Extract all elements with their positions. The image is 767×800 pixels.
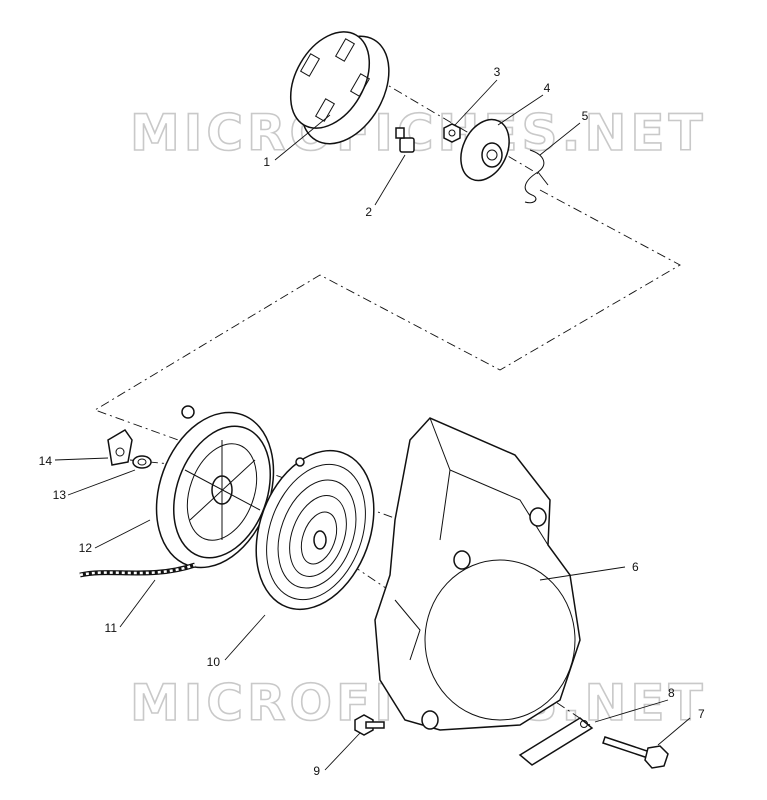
callout-11: 11 — [105, 621, 118, 635]
part-11-rope — [79, 562, 196, 578]
callout-5: 5 — [582, 109, 589, 123]
part-10-recoil-spring — [255, 449, 375, 611]
callout-9: 9 — [313, 764, 320, 778]
part-6-starter-housing — [374, 417, 581, 731]
part-2-bolt — [395, 127, 415, 153]
part-4-pulley — [460, 118, 510, 182]
callout-2: 2 — [365, 205, 372, 219]
callout-3: 3 — [494, 65, 501, 79]
callout-4: 4 — [544, 81, 551, 95]
callout-labels: 1 2 3 4 5 6 7 8 9 10 11 12 13 14 — [39, 65, 705, 778]
callout-6: 6 — [632, 560, 639, 574]
part-9-screw — [354, 714, 385, 736]
part-13-pin — [132, 455, 152, 469]
part-1-drive-cup — [289, 31, 390, 145]
leader-lines — [54, 79, 691, 771]
part-5-spring-clip — [524, 149, 549, 204]
part-3-nut — [443, 123, 461, 143]
watermark-top: MICROFICHES.NET — [130, 104, 707, 162]
part-12-reel — [155, 405, 275, 569]
part-14-pawl — [107, 429, 133, 466]
part-7-long-bolt — [602, 736, 669, 769]
callout-10: 10 — [207, 655, 221, 669]
callout-14: 14 — [39, 454, 53, 468]
callout-8: 8 — [668, 686, 675, 700]
callout-7: 7 — [698, 707, 705, 721]
callout-1: 1 — [263, 155, 270, 169]
callout-13: 13 — [53, 488, 67, 502]
callout-12: 12 — [79, 541, 93, 555]
part-8-handle-plate — [518, 717, 594, 766]
